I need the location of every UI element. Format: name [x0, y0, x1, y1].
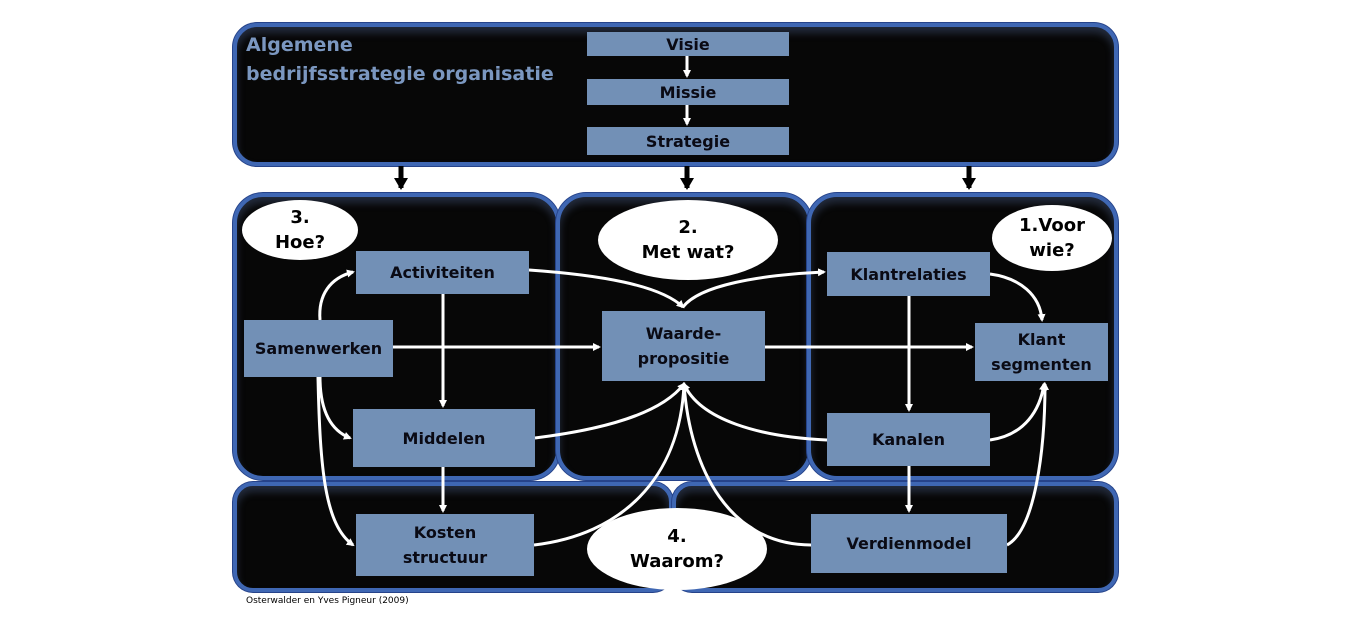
- block-klantsegmenten: Klant segmenten: [975, 323, 1108, 381]
- question-how: 3. Hoe?: [242, 200, 358, 260]
- step-visie: Visie: [587, 32, 789, 56]
- block-middelen: Middelen: [353, 409, 535, 467]
- question-why: 4. Waarom?: [587, 508, 767, 590]
- block-verdienmodel: Verdienmodel: [811, 514, 1007, 573]
- step-strategie: Strategie: [587, 127, 789, 155]
- block-samenwerken: Samenwerken: [244, 320, 393, 377]
- block-kostenstructuur: Kosten structuur: [356, 514, 534, 576]
- block-kanalen: Kanalen: [827, 413, 990, 466]
- block-activiteiten: Activiteiten: [356, 251, 529, 294]
- question-who: 1.Voor wie?: [992, 205, 1112, 271]
- strategy-title: Algemene bedrijfsstrategie organisatie: [246, 34, 554, 85]
- source-caption: Osterwalder en Yves Pigneur (2009): [246, 596, 409, 606]
- block-klantrelaties: Klantrelaties: [827, 252, 990, 296]
- question-what: 2. Met wat?: [598, 200, 778, 280]
- step-missie: Missie: [587, 79, 789, 105]
- block-waardepropositie: Waarde- propositie: [602, 311, 765, 381]
